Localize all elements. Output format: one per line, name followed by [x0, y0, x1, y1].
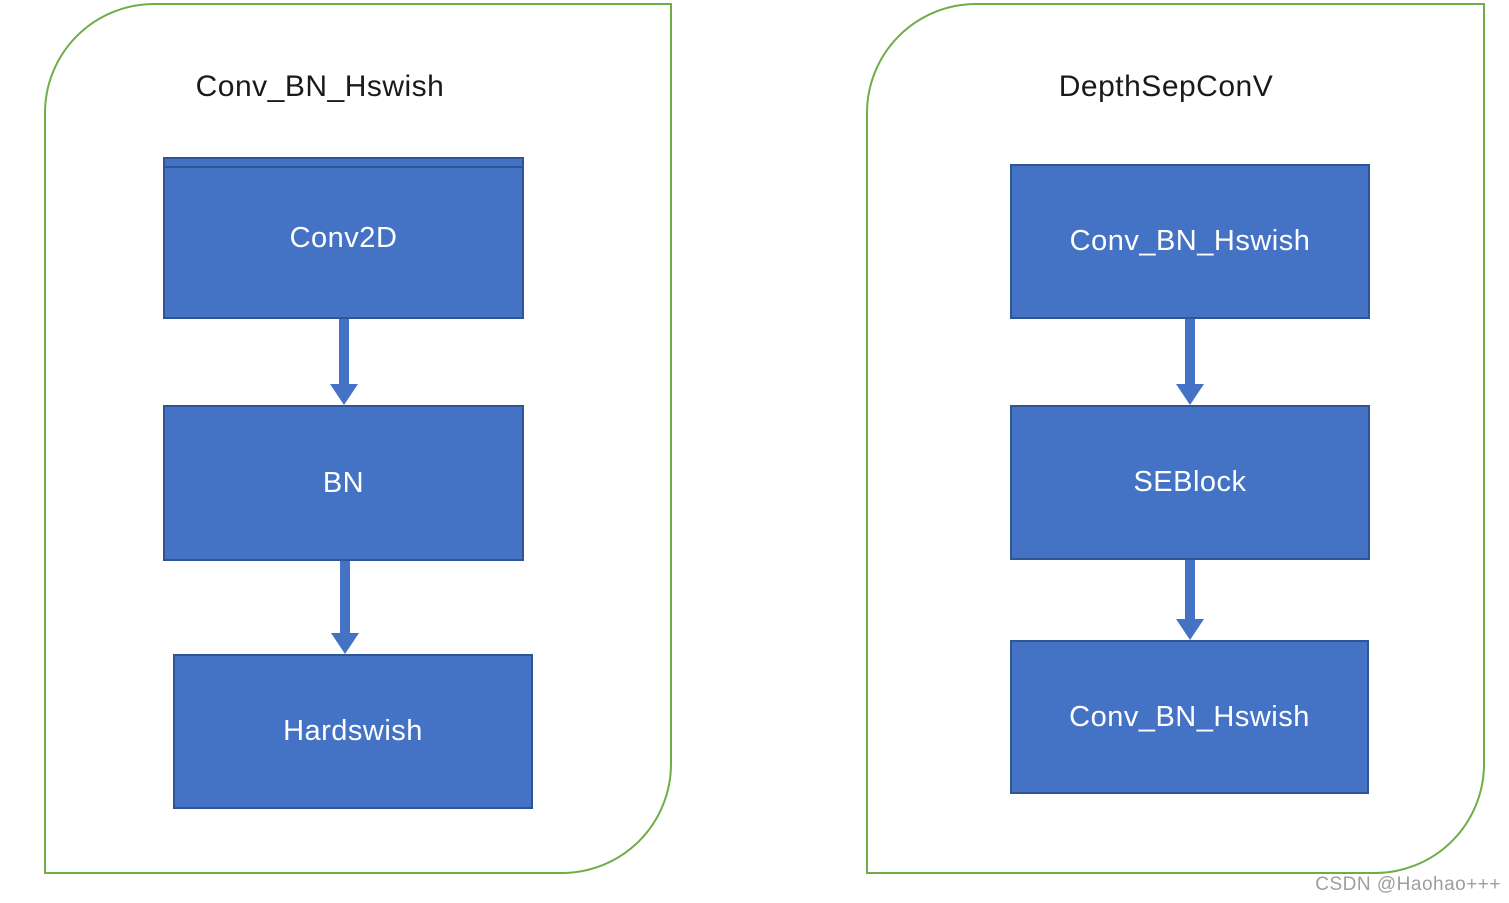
down-arrow-icon: [331, 561, 359, 654]
double-top-line: [164, 166, 523, 168]
node-label: Conv2D: [289, 221, 398, 254]
panel-title: DepthSepConV: [1058, 70, 1274, 103]
panel-conv-bn-hswish: Conv_BN_Hswish Conv2D BN Hardswish: [44, 3, 672, 874]
down-arrow-icon: [330, 319, 358, 405]
arrow-head: [1176, 619, 1204, 640]
node-bn: BN: [163, 405, 524, 561]
node-label: BN: [322, 466, 365, 499]
panel-title: Conv_BN_Hswish: [195, 70, 445, 103]
node-hardswish: Hardswish: [173, 654, 533, 809]
arrow-head: [1176, 384, 1204, 405]
arrow-shaft: [1185, 560, 1195, 619]
node-conv-bn-hswish-1: Conv_BN_Hswish: [1010, 164, 1370, 319]
down-arrow-icon: [1176, 560, 1204, 640]
arrow-shaft: [340, 561, 350, 633]
node-label: Hardswish: [283, 715, 423, 747]
arrow-head: [331, 633, 359, 654]
arrow-shaft: [1185, 319, 1195, 384]
node-conv2d: Conv2D: [163, 157, 524, 319]
arrow-shaft: [339, 319, 349, 384]
node-conv-bn-hswish-2: Conv_BN_Hswish: [1010, 640, 1369, 794]
panel-depthsepconv: DepthSepConV Conv_BN_Hswish SEBlock Conv…: [866, 3, 1485, 874]
node-label: Conv_BN_Hswish: [1069, 225, 1311, 257]
watermark: CSDN @Haohao+++: [1315, 874, 1501, 895]
node-label: Conv_BN_Hswish: [1069, 700, 1310, 733]
node-seblock: SEBlock: [1010, 405, 1370, 560]
node-label: SEBlock: [1133, 466, 1247, 498]
arrow-head: [330, 384, 358, 405]
down-arrow-icon: [1176, 319, 1204, 405]
